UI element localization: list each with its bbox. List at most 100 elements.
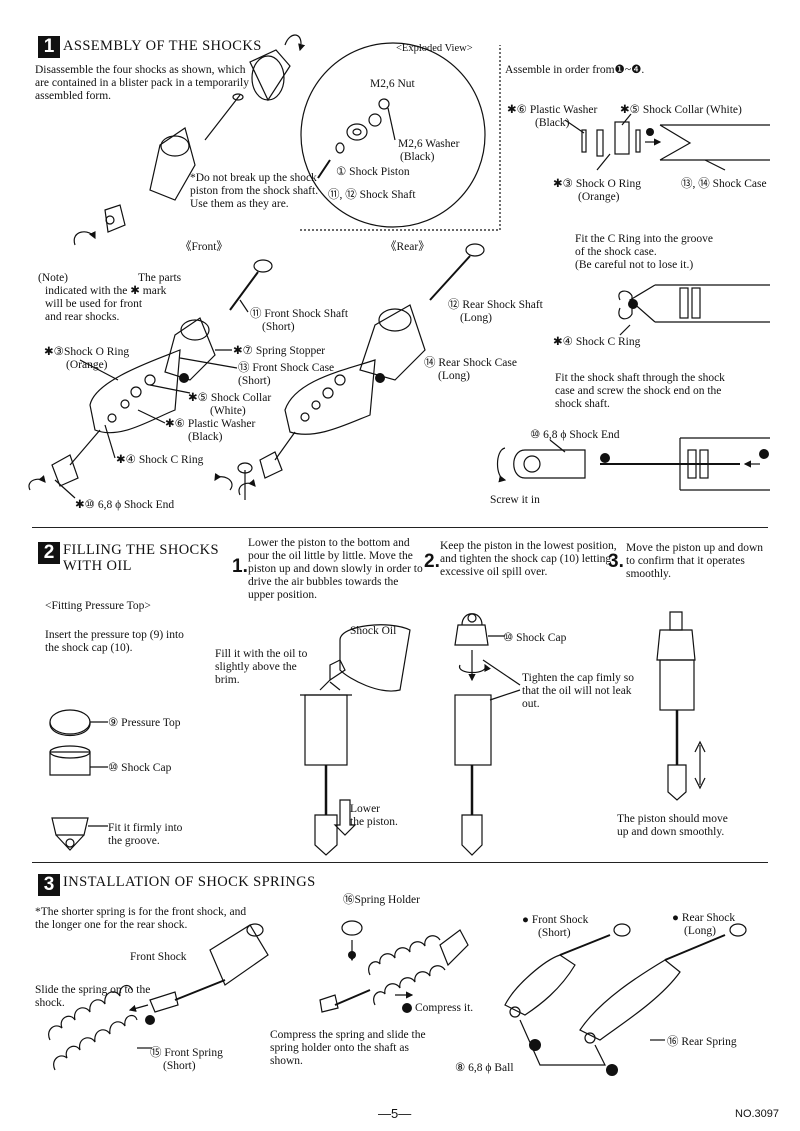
label-rear-shock: ● Rear Shock: [672, 912, 736, 924]
label-rear-case-size: (Long): [438, 370, 470, 382]
label-front-shock-right: ● Front Shock: [522, 914, 589, 926]
exploded-circle: [300, 42, 486, 228]
c-ring-label: ✱④ Shock C Ring: [553, 336, 641, 348]
order-shock-case: ⑬, ⑭ Shock Case: [681, 178, 767, 190]
disassembled-shock-parts: [104, 49, 291, 233]
shock-end-diagram: [496, 437, 770, 491]
label-front-spring-size: (Short): [163, 1060, 196, 1072]
front-heading: 《Front》: [180, 241, 228, 253]
c-ring-instruction-3: (Be careful not to lose it.): [575, 259, 694, 271]
compress-spring-text: Compress the spring and slide the spring…: [270, 1029, 426, 1067]
divider-2: [32, 862, 768, 863]
document-number: NO.3097: [735, 1108, 780, 1120]
label-plastic-washer: ✱⑥ Plastic Washer: [165, 418, 256, 430]
spring-holder-diagram: [319, 920, 469, 1013]
pressure-top-diagram: [49, 709, 108, 851]
label-washer: M2,6 Washer: [398, 138, 460, 150]
exploded-view-frame: [300, 45, 501, 231]
label-rear-shock-size: (Long): [684, 925, 716, 937]
label-front-case-size: (Short): [238, 375, 271, 387]
c-ring-diagram: [618, 284, 770, 336]
label-front-shaft-size: (Short): [262, 321, 295, 333]
label-front-shock: Front Shock: [130, 951, 187, 963]
note-line-2: The parts: [138, 272, 182, 284]
fit-shaft-instruction-3: shock shaft.: [555, 398, 610, 410]
label-front-shaft: ⑪ Front Shock Shaft: [250, 308, 349, 320]
label-shock-oil: Shock Oil: [350, 625, 397, 637]
piston-smooth-2: up and down smoothly.: [617, 826, 725, 838]
section-2-number: 2: [38, 542, 60, 564]
label-collar: ✱⑤ Shock Collar: [188, 392, 272, 404]
order-oring-color: (Orange): [578, 191, 620, 203]
note-line-1: (Note): [38, 272, 69, 284]
lower-piston-1: Lower: [350, 803, 381, 815]
step-3-text: Move the piston up and down to confirm t…: [626, 542, 764, 580]
c-ring-instruction-2: of the shock case.: [575, 246, 657, 258]
rear-heading: 《Rear》: [385, 241, 430, 253]
label-front-case: ⑬ Front Shock Case: [238, 362, 335, 374]
exploded-parts: [317, 98, 396, 179]
rear-shock-exploded: [238, 243, 485, 496]
label-washer-color: (Black): [400, 151, 435, 163]
label-rear-spring: ⑯ Rear Spring: [667, 1036, 737, 1048]
label-shock-cap: ⑩ Shock Cap: [108, 762, 172, 774]
compress-it: Compress it.: [415, 1002, 474, 1014]
step-3-number: 3.: [608, 551, 624, 572]
finished-shocks-diagram: [504, 923, 747, 1066]
label-oring: ✱③Shock O Ring: [44, 346, 130, 358]
note-line-3: indicated with the ✱ mark: [45, 285, 167, 297]
order-oring: ✱③ Shock O Ring: [553, 178, 641, 190]
section-1-number: 1: [38, 36, 60, 58]
label-shock-cap-2: ⑩ Shock Cap: [503, 632, 567, 644]
insert-pressure-top-text: Insert the pressure top (9) into the sho…: [45, 629, 184, 654]
label-collar-color: (White): [210, 405, 246, 417]
step-1-text: Lower the piston to the bottom and pour …: [248, 537, 423, 601]
label-c-ring: ✱④ Shock C Ring: [116, 454, 204, 466]
label-shock-end-2: ⑩ 6,8 ϕ Shock End: [530, 429, 620, 441]
step-2-text: Keep the piston in the lowest position, …: [440, 540, 617, 578]
divider-1: [32, 527, 768, 528]
screw-it-in: Screw it in: [490, 494, 540, 506]
exploded-view-label: <Exploded View>: [396, 43, 473, 54]
caution-note: *Do not break up the shock piston from t…: [190, 172, 319, 210]
label-shock-end: ✱⑩ 6,8 ϕ Shock End: [75, 499, 175, 511]
assembly-order-diagram: [564, 113, 770, 171]
smooth-operation-diagram: [656, 611, 706, 801]
label-oring-color: (Orange): [66, 359, 108, 371]
order-shock-collar: ✱⑤ Shock Collar (White): [620, 104, 742, 116]
step-1-number: 1.: [232, 556, 248, 577]
label-rear-shaft-size: (Long): [460, 312, 492, 324]
note-line-4: will be used for front: [45, 298, 143, 310]
label-nut: M2,6 Nut: [370, 78, 415, 90]
piston-smooth-1: The piston should move: [617, 813, 728, 825]
front-shock-exploded: [28, 259, 273, 500]
rotate-arrows: [73, 34, 306, 246]
section-2-title-line-1: FILLING THE SHOCKS: [63, 542, 219, 558]
label-spring-stopper: ✱⑦ Spring Stopper: [233, 345, 326, 357]
tighten-cap-text: Tighten the cap fimly so that the oil wi…: [522, 672, 635, 710]
label-plastic-washer-color: (Black): [188, 431, 223, 443]
fit-groove-2: the groove.: [108, 835, 160, 847]
label-ball: ⑧ 6,8 ϕ Ball: [455, 1062, 514, 1074]
fit-shaft-instruction-2: case and screw the shock end on the: [555, 385, 722, 397]
fill-text: Fill it with the oil to slightly above t…: [215, 648, 308, 686]
shorter-spring-note: *The shorter spring is for the front sho…: [35, 906, 247, 931]
label-rear-shaft: ⑫ Rear Shock Shaft: [448, 299, 543, 311]
step-2-number: 2.: [424, 551, 440, 572]
label-rear-case: ⑭ Rear Shock Case: [424, 357, 517, 369]
section-3-title: INSTALLATION OF SHOCK SPRINGS: [63, 874, 316, 890]
section-1-title: ASSEMBLY OF THE SHOCKS: [63, 38, 262, 54]
assemble-order: Assemble in order from❶~❹.: [505, 64, 645, 76]
label-shaft: ⑪, ⑫ Shock Shaft: [328, 189, 416, 201]
note-line-5: and rear shocks.: [45, 311, 120, 323]
order-plastic-washer: ✱⑥ Plastic Washer: [507, 104, 598, 116]
label-piston: ① Shock Piston: [336, 166, 410, 178]
label-spring-holder: ⑯Spring Holder: [343, 894, 420, 906]
shock-cap-diagram: [454, 613, 521, 856]
fitting-pressure-top-heading: <Fitting Pressure Top>: [45, 600, 151, 612]
lower-piston-2: the piston.: [350, 816, 398, 828]
fit-groove-1: Fit it firmly into: [108, 822, 183, 834]
section-2-title-line-2: WITH OIL: [63, 558, 132, 574]
front-shock-spring-diagram: [48, 923, 269, 1071]
